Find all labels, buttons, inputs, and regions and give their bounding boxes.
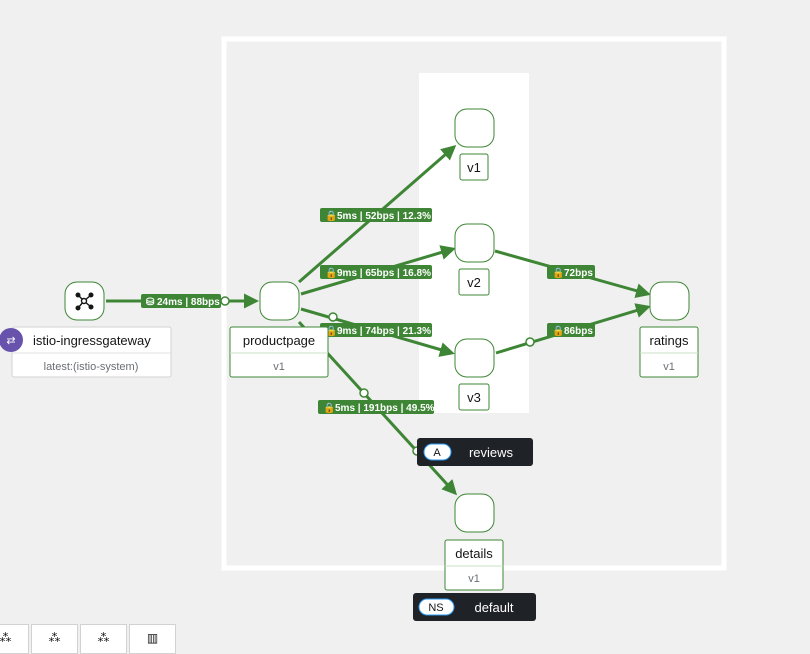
svg-text:NS: NS (428, 602, 443, 614)
topology-icon (75, 292, 94, 311)
svg-text:86bps: 86bps (564, 326, 593, 337)
namespace-tag-default[interactable]: NS default (413, 593, 536, 621)
edge-label-productpage-v2: 🔒 9ms | 65bps | 16.8% (320, 265, 432, 279)
layout-button-3[interactable]: ⁂ (80, 624, 127, 654)
lock-icon: ⛁ (146, 297, 155, 308)
node-istio-ingressgateway[interactable]: ⇄ istio-ingressgateway latest:(istio-sys… (0, 281, 172, 378)
svg-text:9ms | 74bps | 21.3%: 9ms | 74bps | 21.3% (337, 326, 431, 337)
svg-text:24ms | 88bps: 24ms | 88bps (157, 297, 220, 308)
topology-icon: ⁂ (97, 631, 110, 645)
map-icon: ▥ (146, 631, 159, 645)
svg-text:productpage: productpage (243, 333, 315, 348)
svg-text:default: default (474, 600, 513, 615)
service-graph[interactable]: ⛁ 24ms | 88bps 🔒 5ms | 52bps | 12.3% 🔒 9… (0, 0, 810, 639)
lock-icon: 🔒 (323, 402, 335, 414)
svg-text:9ms | 65bps | 16.8%: 9ms | 65bps | 16.8% (337, 268, 431, 279)
svg-text:v3: v3 (467, 390, 481, 405)
edge-dot (220, 296, 230, 306)
svg-text:v1: v1 (467, 160, 481, 175)
svg-text:reviews: reviews (469, 445, 514, 460)
svg-text:v2: v2 (467, 275, 481, 290)
svg-text:72bps: 72bps (564, 268, 593, 279)
topology-icon: ⁂ (0, 631, 12, 645)
layout-button-2[interactable]: ⁂ (31, 624, 78, 654)
node-reviews-v3[interactable]: v3 (454, 338, 495, 411)
svg-text:v1: v1 (468, 573, 480, 585)
svg-text:5ms | 52bps | 12.3%: 5ms | 52bps | 12.3% (337, 211, 431, 222)
lock-icon: 🔒 (325, 210, 337, 222)
gateway-icon (0, 328, 23, 352)
svg-text:5ms | 191bps | 49.5%: 5ms | 191bps | 49.5% (335, 403, 435, 414)
node-reviews-v2[interactable]: v2 (454, 223, 495, 296)
svg-text:v1: v1 (273, 361, 285, 373)
svg-text:latest:(istio-system): latest:(istio-system) (44, 361, 139, 373)
gateway-glyph: ⇄ (6, 334, 15, 347)
edge-label-v3-ratings: 🔒 86bps (547, 323, 595, 337)
edge-dot (359, 388, 369, 398)
node-details[interactable]: details v1 (444, 493, 504, 591)
edge-dot (328, 312, 338, 322)
edge-label-productpage-v3: 🔒 9ms | 74bps | 21.3% (320, 323, 432, 337)
lock-icon: 🔒 (325, 267, 337, 279)
lock-icon: 🔒 (552, 325, 564, 337)
svg-text:v1: v1 (663, 361, 675, 373)
node-productpage[interactable]: productpage v1 (229, 281, 329, 378)
lock-icon: 🔒 (552, 267, 564, 279)
edge-label-v2-ratings: 🔒 72bps (547, 265, 595, 279)
node-ratings[interactable]: ratings v1 (639, 281, 699, 378)
svg-text:istio-ingressgateway: istio-ingressgateway (33, 333, 151, 348)
graph-toolbar: ⁂ ⁂ ⁂ ▥ (0, 624, 176, 654)
layout-button-1[interactable]: ⁂ (0, 624, 29, 654)
topology-icon: ⁂ (48, 631, 61, 645)
legend-button[interactable]: ▥ (129, 624, 176, 654)
svg-text:ratings: ratings (649, 333, 689, 348)
edge-label-productpage-details: 🔒 5ms | 191bps | 49.5% (318, 400, 435, 414)
svg-text:details: details (455, 546, 493, 561)
edge-dot (525, 337, 535, 347)
svg-text:A: A (433, 447, 441, 459)
edge-label-productpage-v1: 🔒 5ms | 52bps | 12.3% (320, 208, 432, 222)
node-reviews-v1[interactable]: v1 (454, 108, 495, 181)
app-tag-reviews[interactable]: A reviews (417, 438, 533, 466)
edge-label-ingress-productpage: ⛁ 24ms | 88bps (141, 294, 221, 308)
